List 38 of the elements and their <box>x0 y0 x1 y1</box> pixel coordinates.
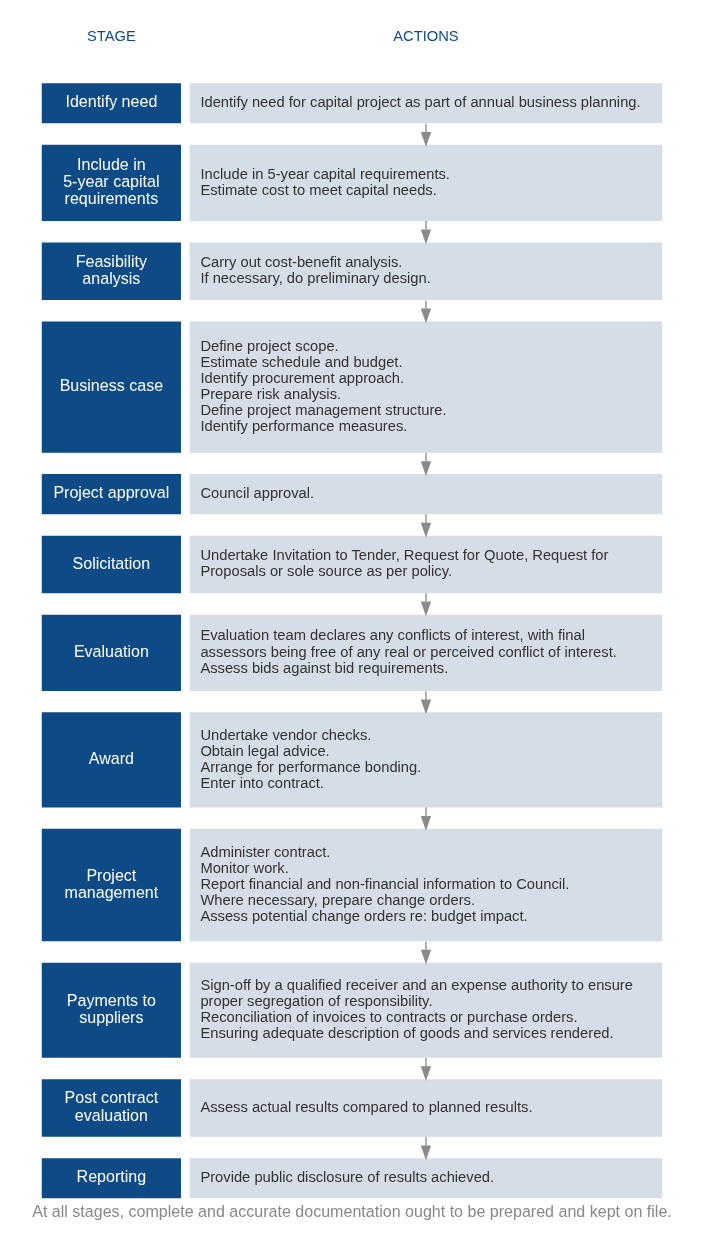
label: STAGE <box>86 28 136 45</box>
node-box: Award <box>41 712 181 808</box>
node-box: Undertake Invitation to Tender, Request for Quote, Request for Proposals or sole source as per policy. <box>189 535 662 594</box>
node-box: Identify need for capital project as part of annual business planning. <box>189 83 662 124</box>
node-box: Business case <box>41 321 181 453</box>
arrow <box>420 806 431 831</box>
node-box: Solicitation <box>41 535 181 594</box>
arrow <box>420 513 431 538</box>
node-box: Assess actual results compared to planned results. <box>189 1079 662 1137</box>
node-box: Evaluation <box>41 614 181 691</box>
label: ACTIONS <box>392 28 459 45</box>
arrow <box>420 1057 431 1081</box>
arrow <box>420 299 431 324</box>
node-box: Administer contract. Monitor work. Report financial and non-financial information to Council. Where necessary, prepare change orders. Assess potential change orders re: budget impact. <box>189 828 662 942</box>
node-box: Provide public disclosure of results achieved. <box>189 1158 662 1199</box>
arrow <box>420 1136 431 1161</box>
node-box: Council approval. <box>189 474 662 515</box>
arrow <box>420 940 431 965</box>
node-box: Reporting <box>41 1158 181 1199</box>
node-box: Include in 5-year capital requirements <box>41 144 181 222</box>
node-box: Feasibility analysis <box>41 242 181 301</box>
arrow <box>420 220 431 245</box>
caption: At all stages, complete and accurate documentation ought to be prepared and kept on file. <box>31 1201 672 1220</box>
node-box: Post contract evaluation <box>41 1079 181 1137</box>
arrow <box>420 452 431 477</box>
node-box: Project approval <box>41 474 181 515</box>
arrow <box>420 122 431 147</box>
node-box: Undertake vendor checks. Obtain legal advice. Arrange for performance bonding. Enter into contract. <box>189 712 662 808</box>
node-box: Identify need <box>41 83 181 124</box>
node-box: Include in 5-year capital requirements. Estimate cost to meet capital needs. <box>189 144 662 222</box>
node-box: Project management <box>41 828 181 942</box>
node-box: Payments to suppliers <box>41 962 181 1058</box>
node-box: Carry out cost-benefit analysis. If necessary, do preliminary design. <box>189 242 662 301</box>
node-box: Evaluation team declares any conflicts of interest, with final assessors being free of any real or perceived conflict of interest. Assess bids against bid requirements. <box>189 614 662 691</box>
arrow <box>420 592 431 617</box>
node-box: Define project scope. Estimate schedule and budget. Identify procurement approach. Prepare risk analysis. Define project management structure. Identify performance measures. <box>189 321 662 453</box>
node-box: Sign-off by a qualified receiver and an expense authority to ensure proper segregation of responsibility. Reconciliation of invoices to contracts or purchase orders. Ensuring adequate description of goods and services rendered. <box>189 962 662 1058</box>
arrow <box>420 690 431 715</box>
